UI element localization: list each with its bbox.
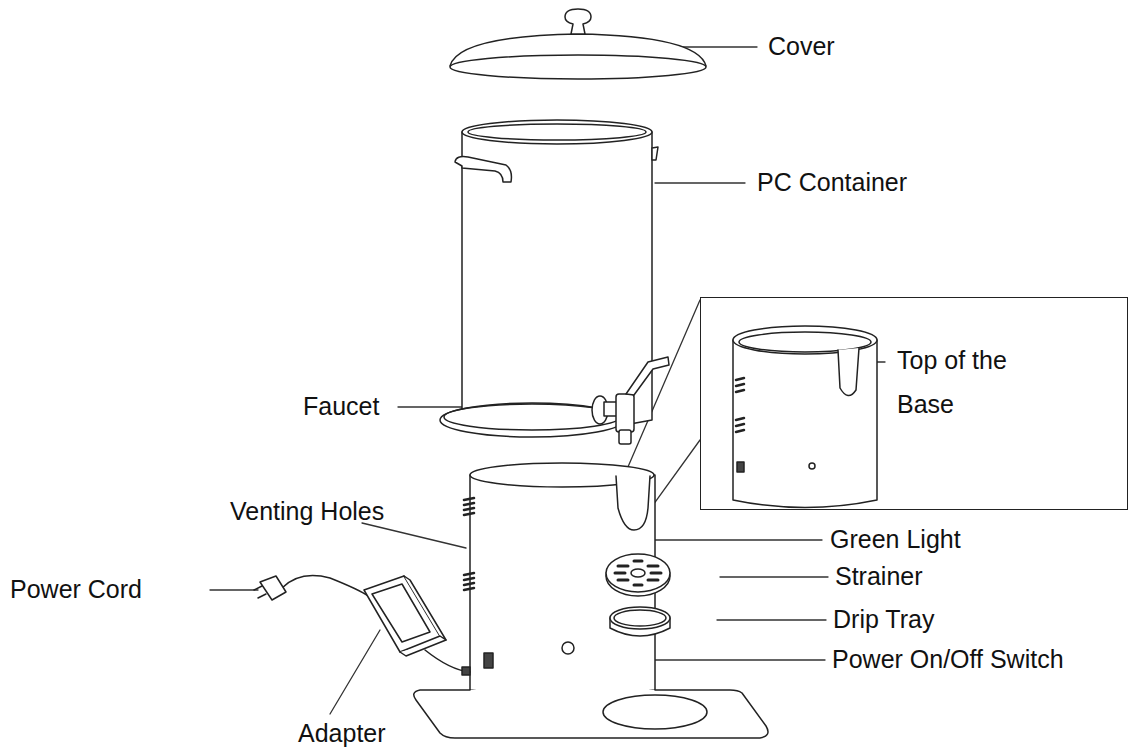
part-label: Cover [768, 31, 835, 61]
drip-tray [610, 607, 670, 636]
part-label: Drip Tray [833, 604, 934, 634]
pc-container [440, 120, 658, 437]
platform [414, 690, 768, 738]
part-label: Faucet [303, 391, 379, 421]
part-label: Power On/Off Switch [832, 644, 1064, 674]
inset-label: Top of the Base [897, 338, 1047, 426]
faucet [592, 357, 669, 444]
adapter [364, 576, 446, 656]
part-label: PC Container [757, 167, 907, 197]
cover-lid [450, 9, 706, 79]
power-cord [254, 576, 470, 675]
leader-lines [210, 47, 885, 714]
part-label: Green Light [830, 524, 961, 554]
part-label: Strainer [835, 561, 923, 591]
inset-box: Top of the Base [700, 297, 1128, 510]
part-label: Power Cord [10, 574, 142, 604]
part-label: Adapter [298, 718, 386, 748]
base-top-inset [733, 326, 877, 508]
strainer [606, 554, 670, 596]
part-label: Venting Holes [230, 496, 384, 526]
